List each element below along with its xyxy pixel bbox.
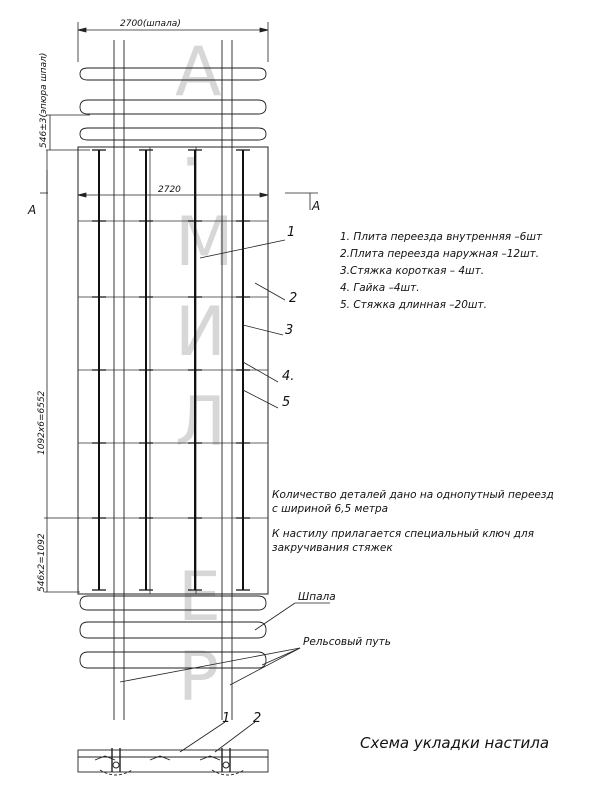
note-line-1: Количество деталей дано на однопутный пе… <box>272 489 554 501</box>
legend-item-1: 1. Плита переезда внутренняя –6шт <box>340 231 543 243</box>
cross-section-view <box>77 721 269 776</box>
dimension-total-length-label: 1092х6=6552 <box>37 390 47 455</box>
legend-item-2: 2.Плита переезда наружная –12шт. <box>340 248 539 260</box>
watermark-letter-4: И <box>175 293 226 372</box>
bolt-marks <box>92 149 250 591</box>
watermark-letter-2: · <box>180 123 202 202</box>
section-callout-2: 2 <box>253 711 261 726</box>
watermark: А · М И Л Е Р <box>175 33 234 717</box>
callout-4: 4. <box>282 369 294 384</box>
watermark-letter-1: А <box>175 33 222 112</box>
legend-item-5: 5. Стяжка длинная –20шт. <box>340 299 487 311</box>
legend-item-4: 4. Гайка –4шт. <box>340 282 420 294</box>
callout-3: 3 <box>285 323 293 338</box>
callout-leaders <box>199 239 286 409</box>
dimension-deck-width <box>40 170 318 210</box>
rails <box>113 40 233 720</box>
note-line-2: с шириной 6,5 метра <box>272 503 388 515</box>
dimension-sleeper-spacing-label: 546±3(эпюра шпал) <box>39 53 49 148</box>
note-line-3: К настилу прилагается специальный ключ д… <box>272 528 534 540</box>
rail-track-label-leader <box>119 647 301 686</box>
section-label-right: А <box>311 199 320 213</box>
parts-legend: 1. Плита переезда внутренняя –6шт 2.Плит… <box>340 231 543 311</box>
callout-1: 1 <box>287 225 295 240</box>
sleeper-label-leader <box>254 602 330 631</box>
deck-outline <box>77 146 269 595</box>
dimension-total-length <box>44 150 80 593</box>
drawing-title: Схема укладки настила <box>360 734 549 752</box>
rail-track-label: Рельсовый путь <box>303 636 391 648</box>
callout-2: 2 <box>289 291 297 306</box>
notes: Количество деталей дано на однопутный пе… <box>272 489 554 554</box>
section-callout-1: 1 <box>222 711 230 726</box>
watermark-letter-6: Е <box>178 558 221 637</box>
callout-5: 5 <box>282 395 290 410</box>
section-label-left: А <box>27 203 36 217</box>
watermark-letter-7: Р <box>178 638 219 717</box>
sleepers-bottom <box>79 595 267 669</box>
note-line-4: закручивания стяжек <box>272 542 393 554</box>
watermark-letter-5: Л <box>175 383 226 462</box>
watermark-letter-3: М <box>175 203 234 282</box>
legend-item-3: 3.Стяжка короткая – 4шт. <box>340 265 484 277</box>
dimension-deck-width-label: 2720 <box>158 185 181 195</box>
dimension-end-span-label: 546х2=1092 <box>37 533 47 592</box>
dimension-top-width <box>77 22 269 62</box>
sleeper-label: Шпала <box>298 591 336 603</box>
sleepers-top <box>79 67 267 141</box>
dimension-sleeper-spacing <box>46 114 90 151</box>
dimension-top-width-label: 2700(шпала) <box>120 19 181 29</box>
